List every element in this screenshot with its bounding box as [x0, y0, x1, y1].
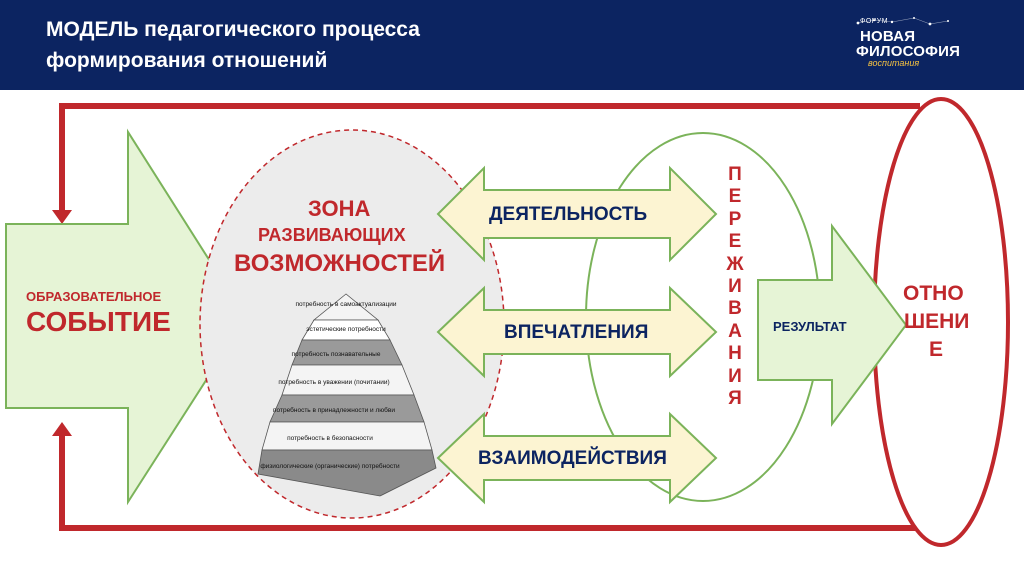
pyramid-label-1: потребность в самоактуализации — [295, 300, 396, 308]
zone-heading-1: ЗОНА — [308, 196, 371, 221]
experience-vertical-word: П Е Р Е Ж И В А Н И Я — [722, 164, 748, 410]
title-line-2: формирования отношений — [46, 49, 328, 72]
interactions-label: ВЗАИМОДЕЙСТВИЯ — [478, 448, 667, 469]
slide-title: МОДЕЛЬ педагогического процесса формиров… — [46, 14, 420, 76]
loop-arrowhead-down — [52, 210, 72, 224]
pyramid-label-5: потребность в принадлежности и любви — [273, 406, 395, 414]
relation-line-2: ШЕНИ — [904, 310, 970, 333]
logo-line-3: воспитания — [868, 58, 920, 68]
pyramid-label-3: потребность познавательные — [292, 350, 381, 358]
logo-line-1: НОВАЯ — [860, 28, 916, 45]
loop-arrowhead-up — [52, 422, 72, 436]
feedback-loop — [59, 103, 920, 531]
experience-letter-7: В — [728, 298, 742, 320]
logo-line-2: ФИЛОСОФИЯ — [856, 43, 961, 60]
result-label: РЕЗУЛЬТАТ — [773, 319, 847, 334]
needs-pyramid — [257, 293, 437, 497]
experience-letter-10: И — [728, 365, 742, 387]
title-line-1: МОДЕЛЬ педагогического процесса — [46, 18, 420, 41]
activity-double-arrow — [436, 165, 718, 263]
experience-letter-1: П — [728, 164, 742, 185]
pyramid-label-7: физиологические (органические) потребнос… — [260, 462, 400, 470]
impressions-label: ВПЕЧАТЛЕНИЯ — [504, 322, 649, 343]
result-arrow — [757, 222, 908, 428]
relation-line-1: ОТНО — [903, 282, 964, 305]
star-constellation-icon — [856, 17, 949, 26]
zone-heading-2: РАЗВИВАЮЩИХ — [258, 225, 406, 245]
experience-letter-6: И — [728, 276, 742, 298]
zone-heading-3: ВОЗМОЖНОСТЕЙ — [234, 250, 446, 277]
experience-letter-8: А — [728, 320, 742, 342]
pyramid-label-6: потребность в безопасности — [287, 434, 373, 442]
activity-label: ДЕЯТЕЛЬНОСТЬ — [489, 204, 648, 225]
experience-letter-5: Ж — [726, 253, 744, 275]
educational-event-small: ОБРАЗОВАТЕЛЬНОЕ — [26, 289, 162, 304]
experience-letter-3: Р — [728, 208, 742, 230]
pyramid-label-2: эстетические потребности — [306, 325, 386, 333]
interactions-double-arrow — [436, 411, 718, 505]
educational-event-big: СОБЫТИЕ — [26, 306, 171, 337]
forum-logo: ФОРУМ НОВАЯ ФИЛОСОФИЯ воспитания — [852, 14, 962, 70]
impressions-double-arrow — [436, 285, 718, 379]
experience-letter-4: Е — [728, 231, 742, 253]
experience-letter-2: Е — [728, 186, 742, 208]
relation-line-3: Е — [929, 338, 944, 361]
header-bar: МОДЕЛЬ педагогического процесса формиров… — [0, 0, 1024, 90]
pyramid-label-4: потребность в уважении (почитании) — [278, 378, 389, 386]
experience-letter-9: Н — [728, 343, 742, 365]
educational-event-arrow — [5, 128, 248, 506]
logo-small-text: ФОРУМ — [860, 18, 889, 25]
pyramid-layer-7 — [257, 449, 437, 497]
pyramid-labels: потребность в самоактуализации эстетичес… — [260, 300, 400, 470]
experience-letter-11: Я — [728, 388, 742, 410]
